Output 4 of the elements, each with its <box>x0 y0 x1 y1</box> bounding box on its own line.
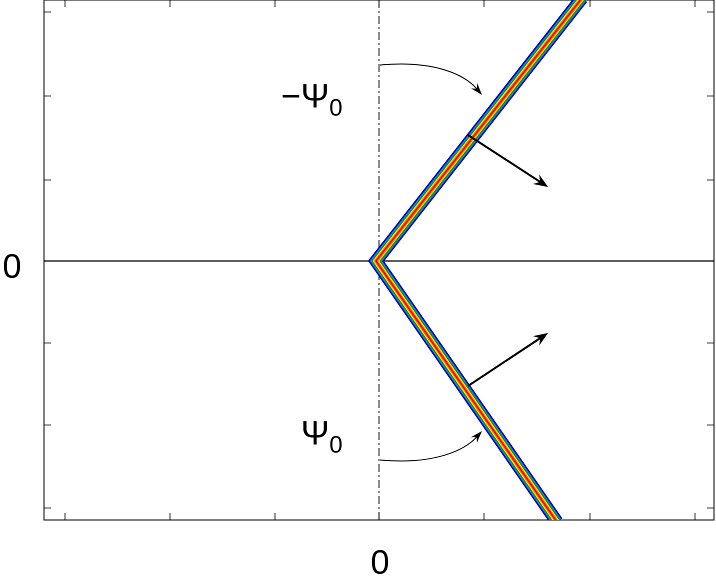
tick-label: 0 <box>4 254 20 278</box>
tick-label: 0 <box>372 550 388 574</box>
angle-label: −Ψ$_{0}$ <box>282 84 342 116</box>
angle-label: Ψ$_{0}$ <box>303 421 342 453</box>
